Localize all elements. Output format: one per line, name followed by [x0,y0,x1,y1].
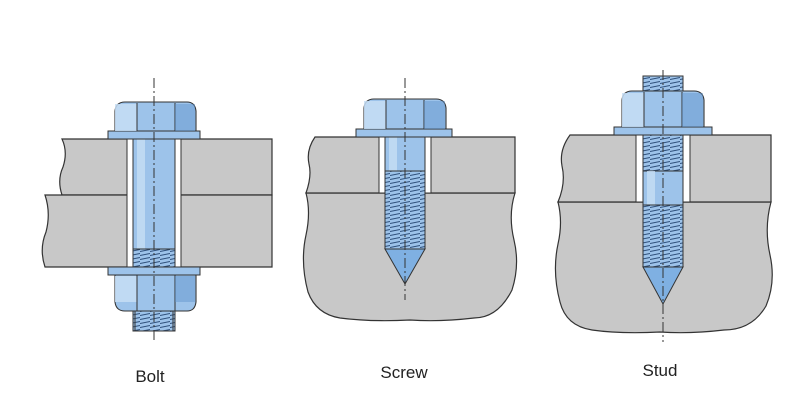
screw-washer [355,128,453,138]
screw-label: Screw [380,363,428,382]
bolt-panel: Bolt [41,78,273,386]
stud-panel: Stud [554,70,773,380]
screw-panel: Screw [302,78,518,382]
bolt-hex-nut [114,274,197,312]
bolt-hex-head [114,101,197,132]
stud-point [642,266,684,306]
stud-label: Stud [643,361,678,380]
bolt-label: Bolt [135,367,165,386]
